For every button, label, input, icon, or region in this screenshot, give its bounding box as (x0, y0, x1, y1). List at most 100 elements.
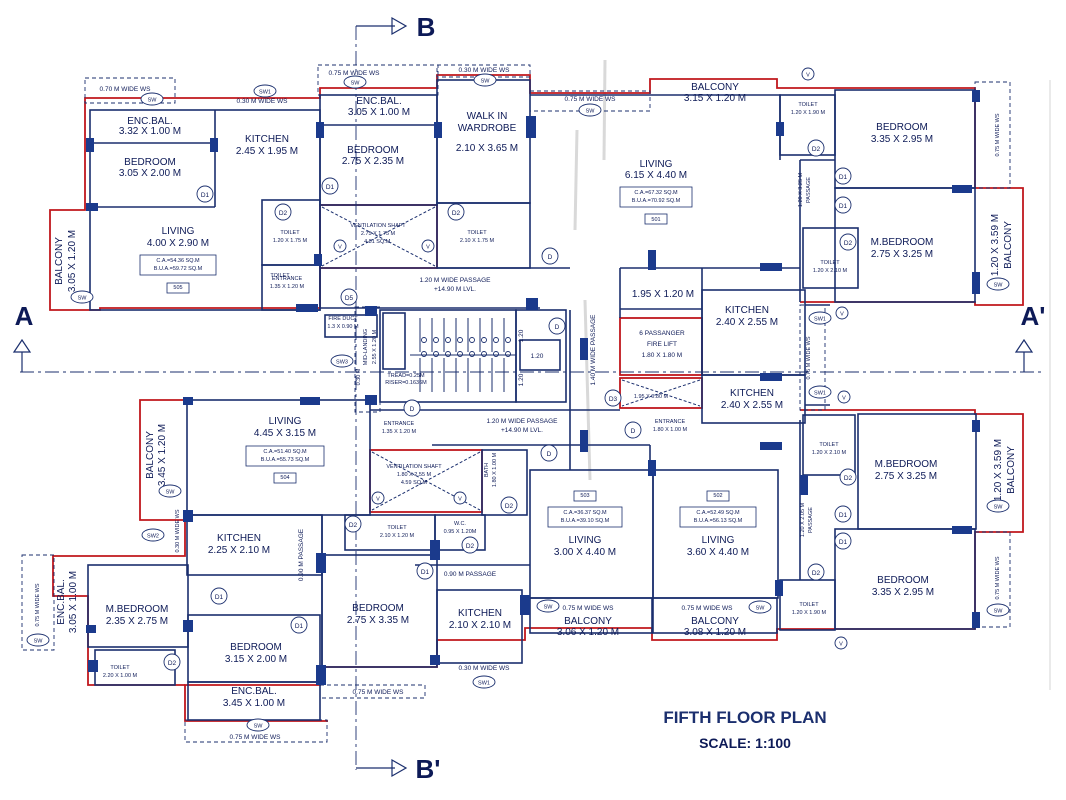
svg-text:SW1: SW1 (814, 317, 826, 323)
room-label-r56: FIRE LIFT (647, 341, 677, 348)
room-label-r23: C.A.=67.32 SQ.M (634, 190, 678, 196)
svg-text:D1: D1 (839, 203, 848, 210)
room-label-r4: 0.30 M WIDE WS (459, 67, 511, 74)
room-label-r16: WALK IN (467, 111, 508, 122)
room-label-r101: M.BEDROOM (106, 604, 169, 615)
vertical-label-v22: 0.90 M PASSAGE (298, 528, 305, 581)
svg-text:SW1: SW1 (814, 391, 826, 397)
room-label-r43: 4.81 SQ.M. (364, 239, 392, 245)
door-tag-d21: D2 (461, 536, 479, 554)
door-tag-d1: D1 (196, 185, 214, 203)
vent-tag-vt7: V (371, 491, 385, 505)
room-label-r2: 0.30 M WIDE WS (237, 98, 289, 105)
room-label-r122: 0.75 M WIDE WS (353, 689, 405, 696)
vertical-label-v10: 1.20 (518, 373, 525, 386)
room-label-r84: B.U.A.=39.10 SQ.M (561, 518, 610, 524)
room-label-r31: 2.75 X 3.25 M (871, 249, 933, 260)
vertical-label-v21: 0.30 M WIDE WS (175, 509, 181, 552)
room-label-r45: 2.10 X 1.75 M (460, 238, 495, 244)
room-label-r119: 0.30 M WIDE WS (459, 665, 511, 672)
room-label-r38: 505 (173, 285, 182, 291)
room-label-r67: B.U.A.=55.73 SQ.M (261, 457, 310, 463)
room-label-r35: 4.00 X 2.90 M (147, 238, 209, 249)
plan-scale: SCALE: 1:100 (699, 735, 791, 751)
room-label-r37: B.U.A.=59.72 SQ.M (154, 266, 203, 272)
room-label-r19: BALCONY (691, 82, 739, 93)
room-label-r86: C.A.=52.49 SQ.M (696, 510, 740, 516)
room-label-r85: 502 (713, 493, 722, 499)
room-label-r83: C.A.=36.37 SQ.M (563, 510, 607, 516)
room-label-r75: TOILET (819, 442, 839, 448)
room-label-r9: 3.05 X 2.00 M (119, 168, 181, 179)
room-label-r33: 1.20 X 2.10 M (813, 268, 848, 274)
svg-text:SW: SW (994, 609, 1004, 615)
room-label-r73: ENTRANCE (655, 419, 686, 425)
room-label-r52: 2.40 X 2.55 M (716, 317, 778, 328)
room-label-r81: 4.59 SQ.M (401, 480, 428, 486)
room-label-r117: TOILET (110, 665, 130, 671)
room-label-r107: 0.75 M WIDE WS (563, 605, 615, 612)
room-label-r50: 1.95 X 1.20 M (632, 289, 694, 300)
svg-text:V: V (426, 245, 430, 251)
room-label-r51: KITCHEN (725, 305, 769, 316)
vertical-label-v9: 1.20 (518, 329, 525, 342)
svg-text:D: D (410, 406, 415, 413)
room-label-r27: 1.20 X 1.90 M (791, 110, 826, 116)
room-label-r7: 3.32 X 1.00 M (119, 126, 181, 137)
room-label-r1: 0.70 M WIDE WS (100, 86, 152, 93)
door-tag-d26: D2 (163, 653, 181, 671)
vent-tag-vt3: V (837, 390, 851, 404)
vent-tag-vt4: V (834, 636, 848, 650)
room-label-r96: LIVING (702, 535, 735, 546)
svg-text:D2: D2 (812, 570, 821, 577)
vertical-label-v27: 3.05 X 1.00 M (68, 571, 79, 633)
room-label-r47: 1.35 X 1.20 M (270, 284, 305, 290)
svg-text:SW: SW (994, 505, 1004, 511)
room-label-r21: LIVING (640, 159, 673, 170)
door-tag-d22: D1 (416, 562, 434, 580)
room-label-r116: 3.15 X 2.00 M (225, 654, 287, 665)
svg-text:SW: SW (34, 639, 44, 645)
svg-text:D1: D1 (201, 192, 210, 199)
room-label-r11: 2.45 X 1.95 M (236, 146, 298, 157)
room-label-r6: ENC.BAL. (127, 116, 173, 127)
svg-text:D1: D1 (215, 594, 224, 601)
room-label-r118: 2.20 X 1.00 M (103, 673, 138, 679)
room-label-r115: BEDROOM (230, 642, 282, 653)
svg-text:D: D (547, 451, 552, 458)
door-tag-d4: D2 (447, 203, 465, 221)
room-label-r30: M.BEDROOM (871, 237, 934, 248)
svg-text:D1: D1 (839, 512, 848, 519)
window-tag-sw10: SW3 (330, 354, 354, 368)
room-label-r79: VENTILATION SHAFT (386, 464, 442, 470)
room-label-r109: BALCONY (564, 616, 612, 627)
door-tag-d14: D (624, 421, 642, 439)
room-label-r22: 6.15 X 4.40 M (625, 170, 687, 181)
room-label-r82: 503 (580, 493, 589, 499)
svg-text:SW: SW (586, 109, 596, 115)
section-lines (12, 16, 1045, 778)
room-label-r24: B.U.A.=70.92 SQ.M (632, 198, 681, 204)
vertical-label-v12: 2.55 X 1.20 M (372, 329, 378, 364)
vent-tag-vt2: V (835, 306, 849, 320)
svg-text:D2: D2 (812, 146, 821, 153)
window-tag-sw14: SW (536, 599, 560, 613)
svg-text:D1: D1 (839, 539, 848, 546)
svg-text:SW: SW (166, 490, 176, 496)
room-label-r104: 2.75 X 3.35 M (347, 615, 409, 626)
svg-text:D: D (555, 324, 560, 331)
door-tag-d7: D (548, 317, 566, 335)
room-label-r60: RISER=0.1636M (385, 380, 427, 386)
area-boxes (139, 186, 757, 528)
svg-text:SW3: SW3 (336, 360, 348, 366)
plan-title: FIFTH FLOOR PLAN (663, 708, 826, 727)
window-tag-sw19: SW (246, 718, 270, 732)
svg-text:SW: SW (994, 283, 1004, 289)
svg-text:SW: SW (148, 98, 158, 104)
room-label-r95: 3.00 X 4.40 M (554, 547, 616, 558)
room-label-r108: 0.75 M WIDE WS (682, 605, 734, 612)
svg-text:D2: D2 (349, 522, 358, 529)
room-label-r78: 2.75 X 3.25 M (875, 471, 937, 482)
room-label-r40: 1.20 X 1.75 M (273, 238, 308, 244)
